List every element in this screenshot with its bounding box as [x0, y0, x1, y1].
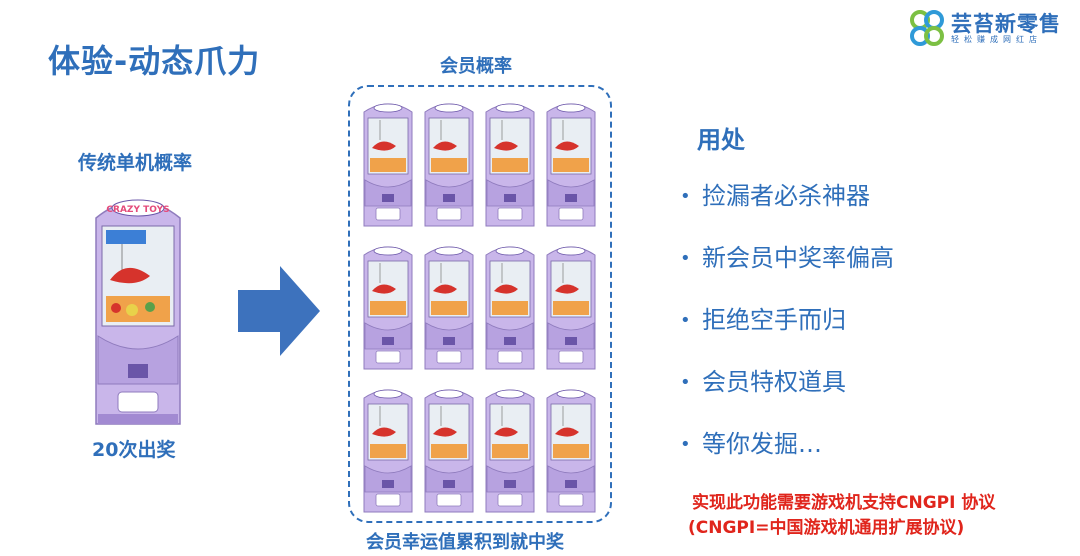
member-claw-machine: [424, 103, 474, 227]
claw-machine-image: CRAZY TOYS: [95, 199, 181, 425]
use-item: •拒绝空手而归: [680, 306, 846, 334]
traditional-count: 20次出奖: [92, 439, 176, 461]
member-claw-machine: [485, 389, 535, 513]
member-claw-machine: [363, 103, 413, 227]
brand-logo: [910, 10, 944, 46]
member-claw-machine: [424, 389, 474, 513]
bullet-icon: •: [680, 186, 691, 207]
member-label: 会员概率: [440, 56, 512, 77]
use-item: •捡漏者必杀神器: [680, 182, 870, 210]
member-claw-machine: [485, 103, 535, 227]
use-item: •等你发掘…: [680, 430, 822, 458]
member-claw-machine: [363, 246, 413, 370]
use-item: •会员特权道具: [680, 368, 846, 396]
logo-name: 芸苔新零售: [951, 12, 1061, 36]
uses-heading: 用处: [697, 126, 745, 154]
member-claw-machine: [546, 246, 596, 370]
bullet-icon: •: [680, 434, 691, 455]
member-claw-machine: [424, 246, 474, 370]
traditional-label: 传统单机概率: [78, 152, 193, 174]
slide-title: 体验-动态爪力: [48, 42, 261, 80]
member-claw-machine: [546, 103, 596, 227]
use-item: •新会员中奖率偏高: [680, 244, 894, 272]
protocol-note-definition: (CNGPI=中国游戏机通用扩展协议): [688, 518, 965, 538]
member-machines-box: [348, 85, 612, 523]
bullet-icon: •: [680, 248, 691, 269]
bullet-icon: •: [680, 310, 691, 331]
bullet-icon: •: [680, 372, 691, 393]
svg-text:CRAZY TOYS: CRAZY TOYS: [106, 205, 169, 215]
member-claw-machine: [363, 389, 413, 513]
logo-mark-icon: [910, 10, 944, 46]
member-footer: 会员幸运值累积到就中奖: [366, 532, 564, 553]
logo-tagline: 轻松赚成网红店: [951, 35, 1042, 44]
protocol-note: 实现此功能需要游戏机支持CNGPI 协议: [692, 493, 996, 513]
right-arrow-icon: [238, 266, 320, 356]
member-claw-machine: [546, 389, 596, 513]
member-claw-machine: [485, 246, 535, 370]
member-machine-grid: [362, 98, 602, 518]
